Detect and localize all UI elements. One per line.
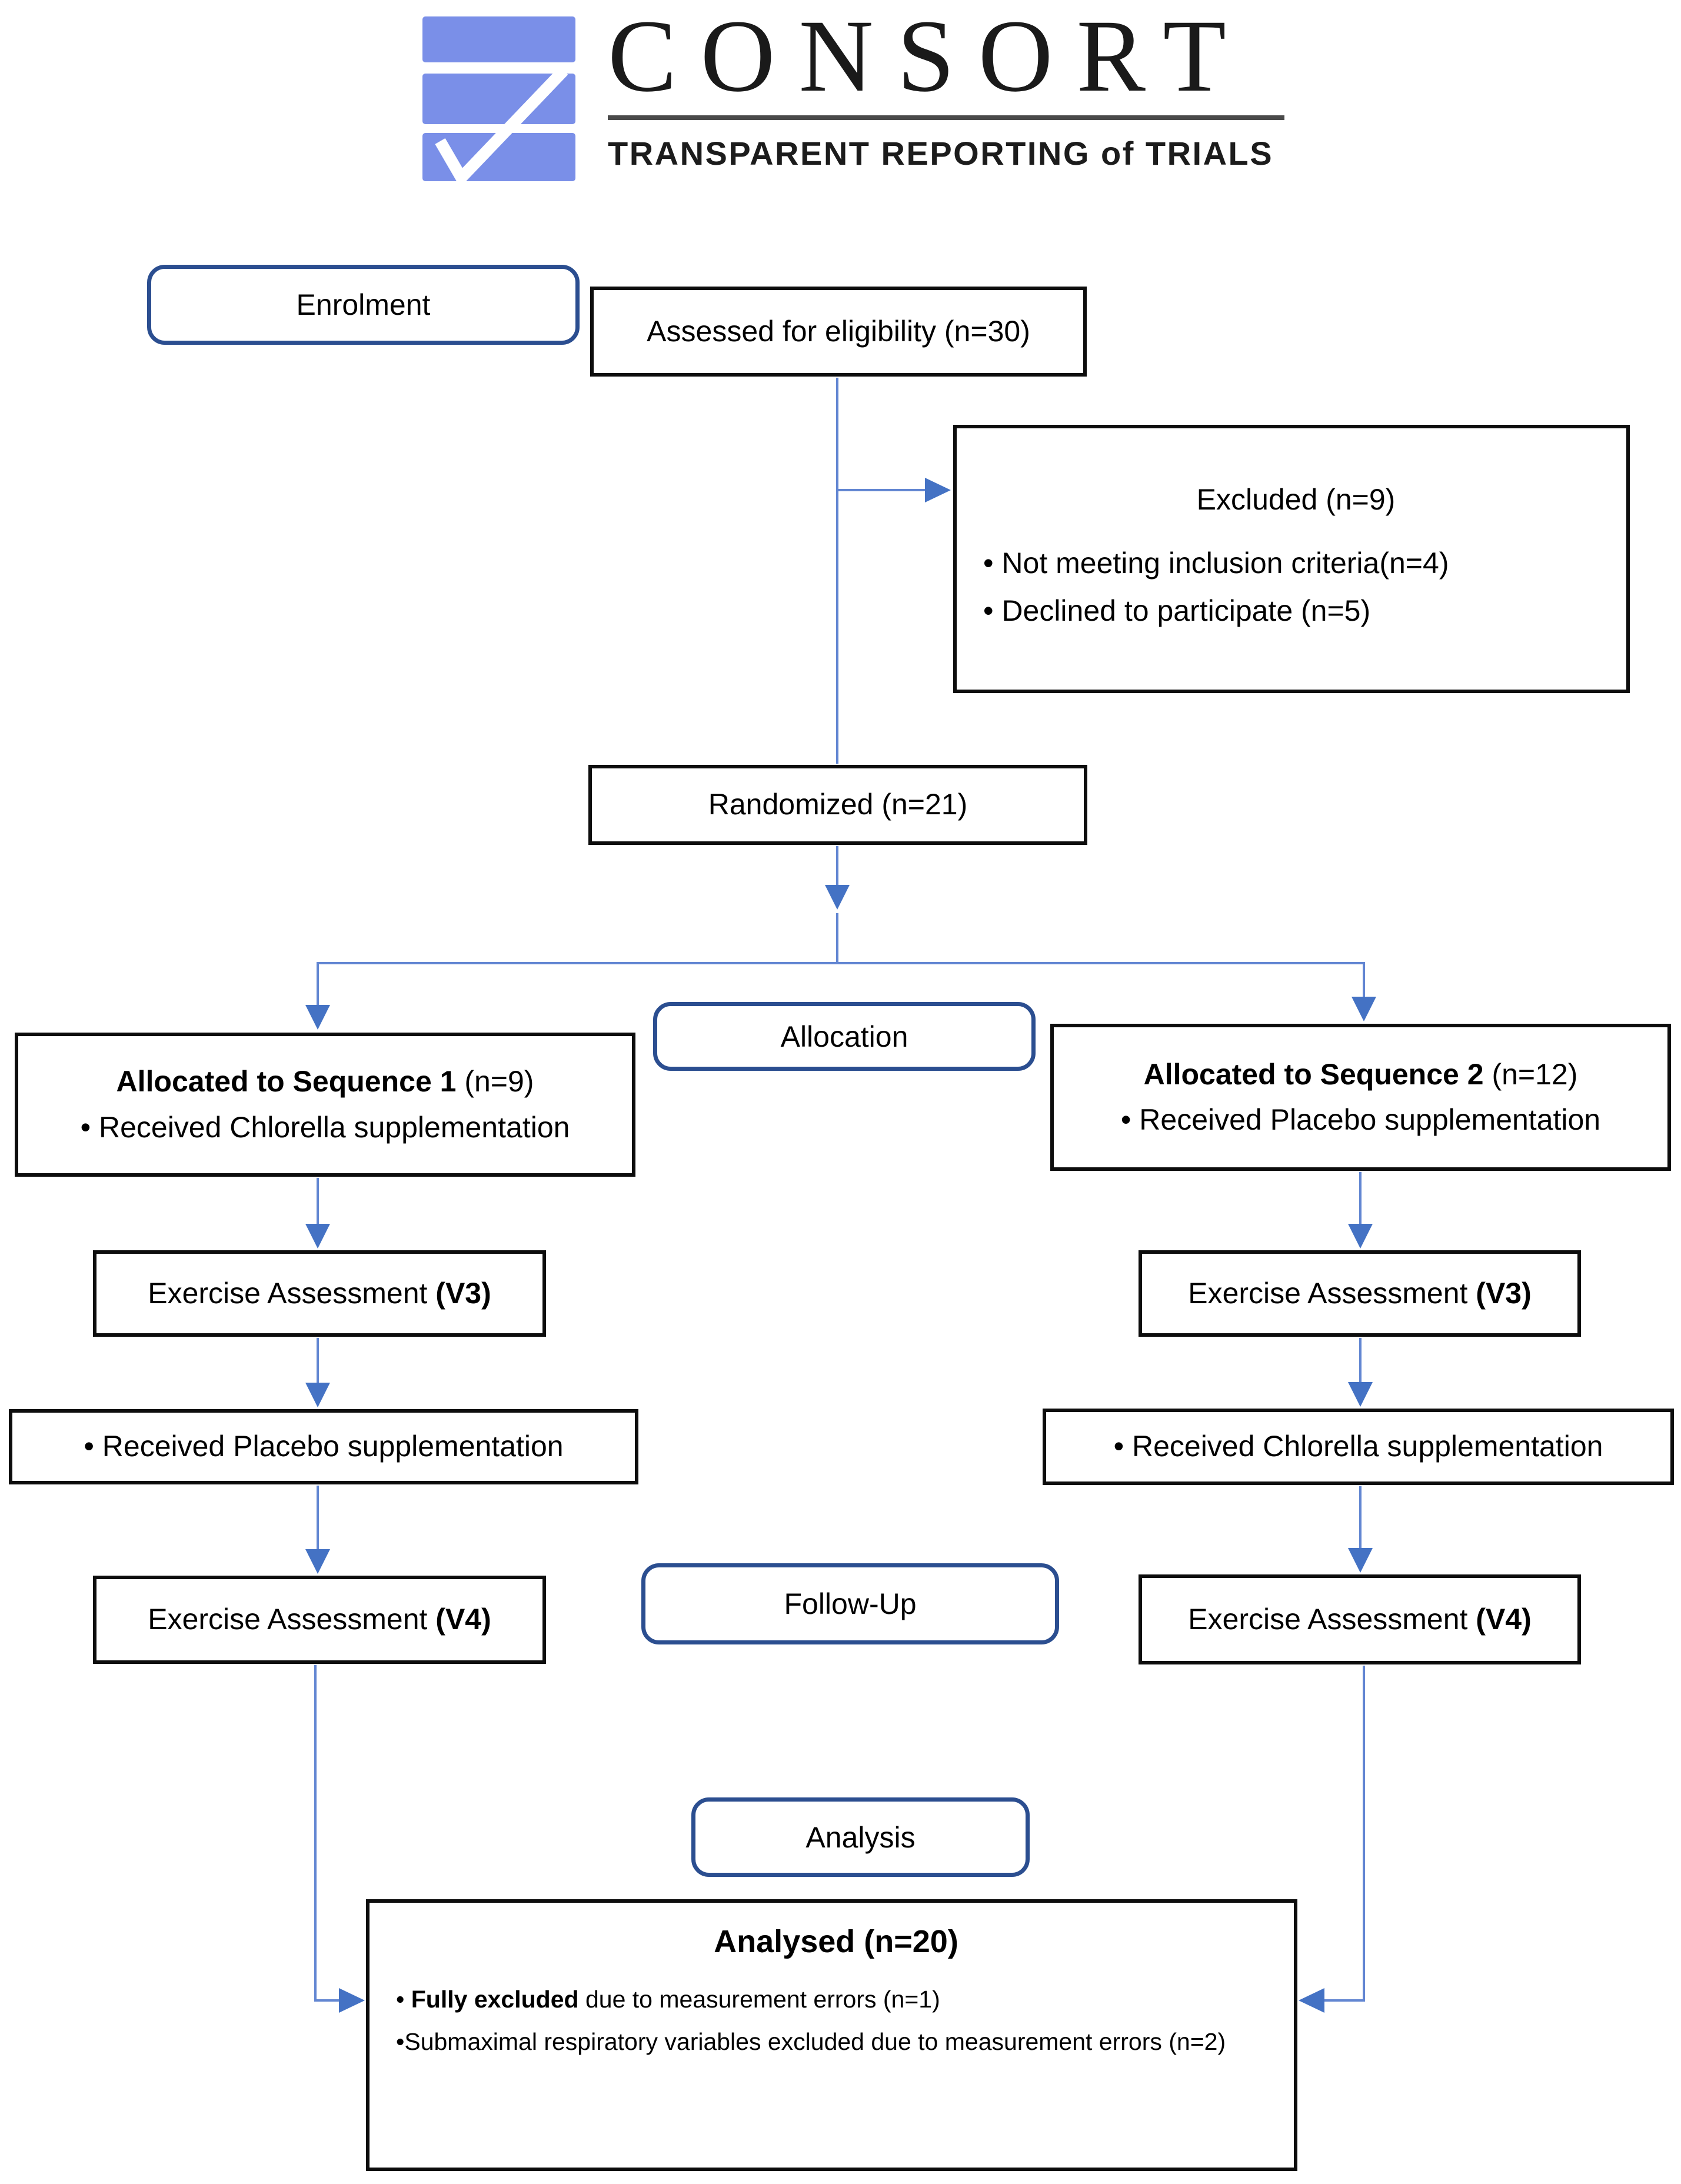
v4-right-version: (V4) (1476, 1602, 1532, 1636)
v4-right-prefix: Exercise Assessment (1188, 1602, 1476, 1636)
logo-tagline: TRANSPARENT REPORTING of TRIALS (608, 134, 1274, 172)
arrowhead-v3-left-icon (305, 1224, 330, 1249)
allocation-stage-text: Allocation (780, 1020, 908, 1053)
v4-left-version: (V4) (435, 1603, 491, 1636)
exercise-assessment-v3-right-text: Exercise Assessment (V3) (1188, 1274, 1532, 1314)
analysis-stage-text: Analysis (805, 1820, 916, 1854)
analysed-title: Analysed (n=20) (714, 1924, 958, 1959)
sequence1-title-line: Allocated to Sequence 1 (n=9) (116, 1062, 534, 1102)
excluded-box: Excluded (n=9) Not meeting inclusion cri… (953, 425, 1630, 693)
exercise-assessment-v4-right-box: Exercise Assessment (V4) (1139, 1574, 1581, 1664)
follow-up-stage-label: Follow-Up (641, 1563, 1059, 1644)
sequence2-title: Allocated to Sequence 2 (1143, 1057, 1484, 1091)
sequence2-bullet: Received Placebo supplementation (1121, 1100, 1600, 1140)
allocation-stage-label: Allocation (653, 1002, 1036, 1071)
crossover-chlorella-text: Received Chlorella supplementation (1114, 1427, 1603, 1467)
sequence1-allocation-box: Allocated to Sequence 1 (n=9) Received C… (15, 1033, 635, 1177)
logo-text-block: CONSORT TRANSPARENT REPORTING of TRIALS (608, 4, 1284, 181)
exercise-assessment-v4-right-text: Exercise Assessment (V4) (1188, 1600, 1532, 1640)
consort-logo: CONSORT TRANSPARENT REPORTING of TRIALS (422, 4, 1284, 181)
v3-left-prefix: Exercise Assessment (148, 1276, 436, 1310)
v3-left-version: (V3) (435, 1276, 491, 1310)
sequence2-allocation-box: Allocated to Sequence 2 (n=12) Received … (1050, 1024, 1671, 1171)
exercise-assessment-v4-left-box: Exercise Assessment (V4) (93, 1576, 546, 1664)
analysis-stage-label: Analysis (691, 1797, 1030, 1877)
v3-right-version: (V3) (1476, 1276, 1532, 1310)
arrowhead-v4-left-icon (305, 1549, 330, 1574)
arrowhead-sequence1-icon (305, 1005, 330, 1030)
randomized-box: Randomized (n=21) (588, 765, 1087, 845)
assessed-eligibility-text: Assessed for eligibility (n=30) (647, 314, 1030, 348)
sequence1-bullet: Received Chlorella supplementation (81, 1108, 570, 1148)
crossover-chlorella-box: Received Chlorella supplementation (1043, 1409, 1674, 1485)
exercise-assessment-v4-left-text: Exercise Assessment (V4) (148, 1600, 491, 1640)
follow-up-stage-text: Follow-Up (784, 1587, 917, 1620)
sequence1-n: (n=9) (456, 1065, 534, 1098)
v4-left-prefix: Exercise Assessment (148, 1603, 436, 1636)
analysed-bullet-1: Fully excluded due to measurement errors… (396, 1979, 1276, 2021)
consort-logo-icon (422, 16, 575, 181)
arrowhead-v4-right-icon (1348, 1548, 1373, 1573)
randomized-text: Randomized (n=21) (708, 788, 968, 821)
analysed-bullet-1-rest: due to measurement errors (n=1) (578, 1985, 940, 2013)
crossover-placebo-text: Received Placebo supplementation (84, 1427, 564, 1467)
assessed-eligibility-box: Assessed for eligibility (n=30) (590, 287, 1087, 377)
exercise-assessment-v3-left-text: Exercise Assessment (V3) (148, 1274, 491, 1314)
arrowhead-sequence2-icon (1352, 997, 1376, 1021)
analysed-box: Analysed (n=20) Fully excluded due to me… (366, 1899, 1297, 2171)
enrolment-stage-text: Enrolment (296, 288, 431, 321)
line-v4left-to-analysed (314, 1665, 340, 2002)
consort-wordmark: CONSORT (608, 0, 1250, 114)
analysed-bullet-2: Submaximal respiratory variables exclude… (396, 2021, 1276, 2063)
arrowhead-randomized-down-icon (825, 885, 850, 910)
arrowhead-analysed-left-icon (339, 1988, 365, 2013)
excluded-bullet-1: Not meeting inclusion criteria(n=4) (983, 544, 1609, 584)
enrolment-stage-label: Enrolment (147, 265, 580, 345)
v3-right-prefix: Exercise Assessment (1188, 1276, 1476, 1310)
crossover-placebo-box: Received Placebo supplementation (9, 1409, 638, 1484)
arrowhead-to-excluded-icon (925, 478, 951, 502)
arrowhead-placebo-icon (305, 1383, 330, 1407)
exercise-assessment-v3-left-box: Exercise Assessment (V3) (93, 1250, 546, 1337)
line-v4right-to-analysed (1323, 1666, 1365, 2002)
arrowhead-chlorella-icon (1348, 1382, 1373, 1407)
excluded-bullet-2: Declined to participate (n=5) (983, 591, 1609, 631)
arrowhead-v3-right-icon (1348, 1224, 1373, 1249)
sequence1-title: Allocated to Sequence 1 (116, 1065, 457, 1098)
logo-divider (608, 115, 1284, 120)
analysed-bullet-1-bold: Fully excluded (411, 1985, 579, 2013)
exercise-assessment-v3-right-box: Exercise Assessment (V3) (1139, 1250, 1581, 1337)
sequence2-title-line: Allocated to Sequence 2 (n=12) (1144, 1055, 1578, 1095)
sequence2-n: (n=12) (1483, 1057, 1578, 1091)
arrowhead-analysed-right-icon (1299, 1988, 1324, 2013)
excluded-title: Excluded (n=9) (1196, 483, 1396, 516)
